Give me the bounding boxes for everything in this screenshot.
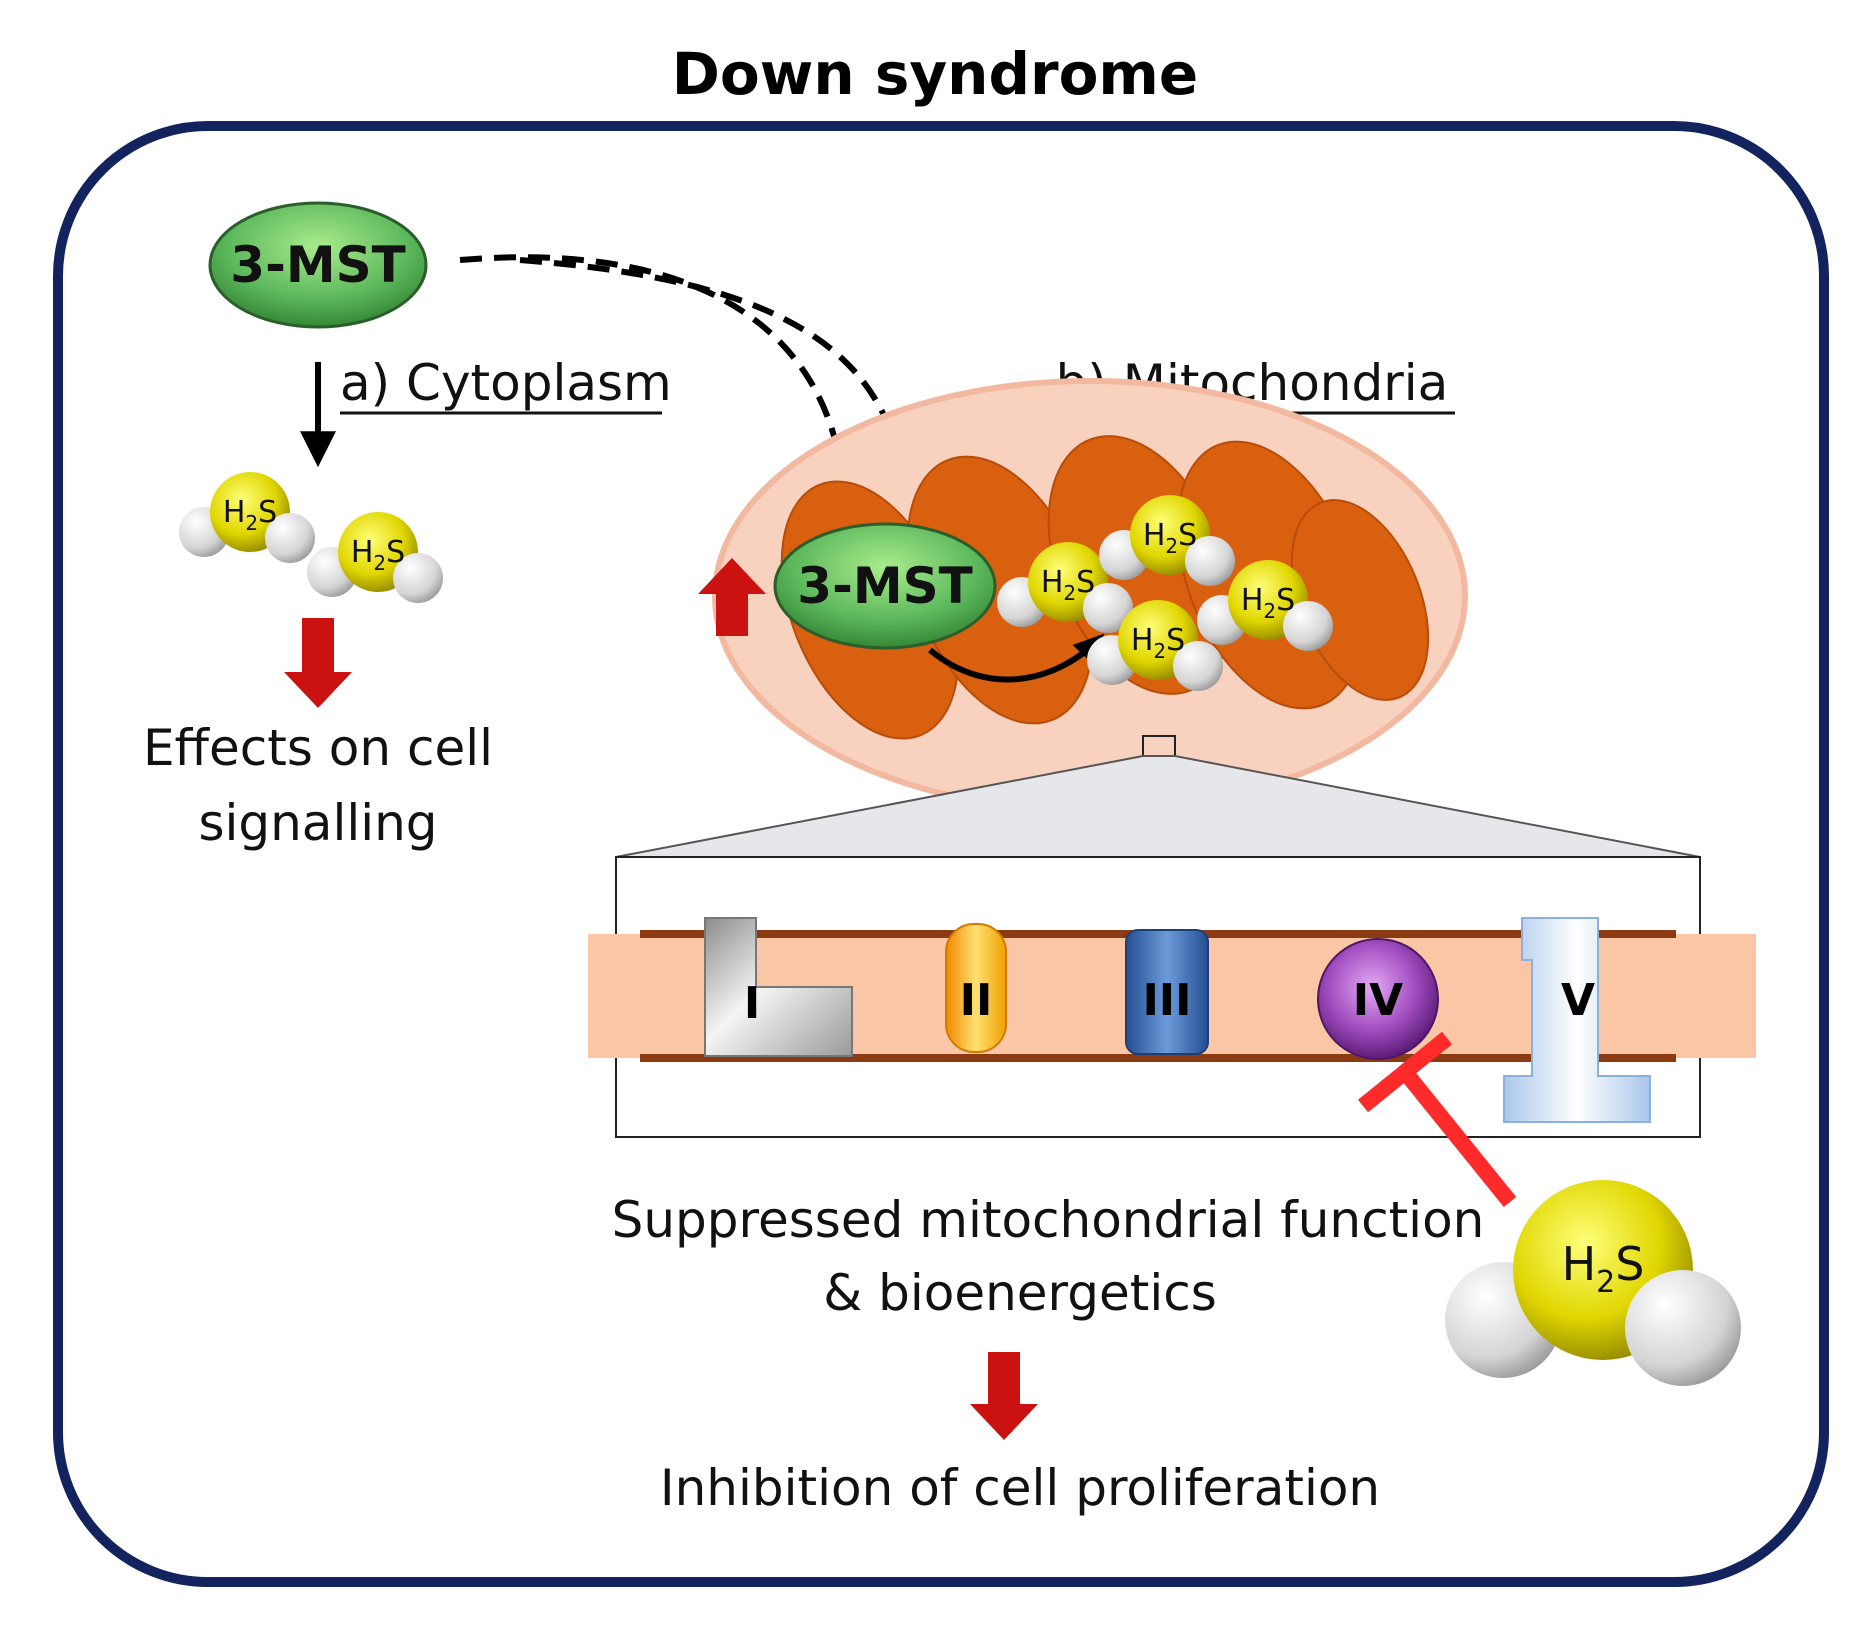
cytoplasm-outcome-line2: signalling (198, 794, 437, 852)
increase-arrow (698, 558, 766, 636)
svg-text:H2S: H2S (1143, 518, 1197, 558)
enzyme-3mst-mitochondria: 3-MST (773, 522, 997, 650)
h2s-molecule-mito-4: H2S (1087, 600, 1223, 691)
decrease-arrow-final (970, 1352, 1038, 1440)
complex-i-label: I (744, 978, 760, 1029)
svg-text:H2S: H2S (1241, 583, 1295, 623)
svg-text:H2S: H2S (1562, 1237, 1645, 1300)
enzyme-3mst-mito-label: 3-MST (797, 557, 972, 615)
complex-iv: IV (1317, 938, 1439, 1060)
complex-ii: II (945, 923, 1007, 1053)
svg-text:H2S: H2S (223, 495, 277, 535)
complex-v-label: V (1561, 975, 1595, 1026)
cytoplasm-label: a) Cytoplasm (340, 354, 672, 412)
decrease-arrow-cytoplasm (284, 618, 352, 708)
complex-v: V (1503, 917, 1651, 1123)
h2s-molecule-mito-1: H2S (997, 542, 1133, 633)
h2s-molecule-large: H2S (1445, 1180, 1741, 1386)
enzyme-3mst-label: 3-MST (230, 236, 405, 294)
svg-text:H2S: H2S (1131, 623, 1185, 663)
complex-iii: III (1125, 929, 1209, 1055)
enzyme-3mst-cytoplasm: 3-MST (208, 201, 428, 329)
h2s-molecule-mito-3: H2S (1197, 560, 1333, 651)
complex-ii-label: II (960, 975, 993, 1026)
diagram-title: Down syndrome (672, 40, 1198, 108)
complex-i: I (704, 917, 853, 1057)
inhibition-symbol (1357, 1031, 1517, 1208)
h2s-molecule-mito-2: H2S (1099, 495, 1235, 586)
complex-iv-label: IV (1353, 975, 1403, 1026)
zoom-cone (615, 755, 1701, 858)
svg-text:H2S: H2S (351, 535, 405, 575)
cell-boundary (53, 121, 1829, 1587)
h2s-molecule-cytoplasm-2: H2S (307, 512, 443, 603)
mito-outcome-line1: Suppressed mitochondrial function (612, 1191, 1485, 1249)
production-arrow (928, 633, 1105, 683)
cytoplasm-outcome-line1: Effects on cell (143, 719, 493, 777)
complex-iii-label: III (1142, 975, 1191, 1026)
final-outcome: Inhibition of cell proliferation (660, 1459, 1380, 1517)
h2s-molecule-cytoplasm-1: H2S (179, 472, 315, 563)
mito-outcome-line2: & bioenergetics (823, 1264, 1217, 1322)
svg-text:H2S: H2S (1041, 565, 1095, 605)
